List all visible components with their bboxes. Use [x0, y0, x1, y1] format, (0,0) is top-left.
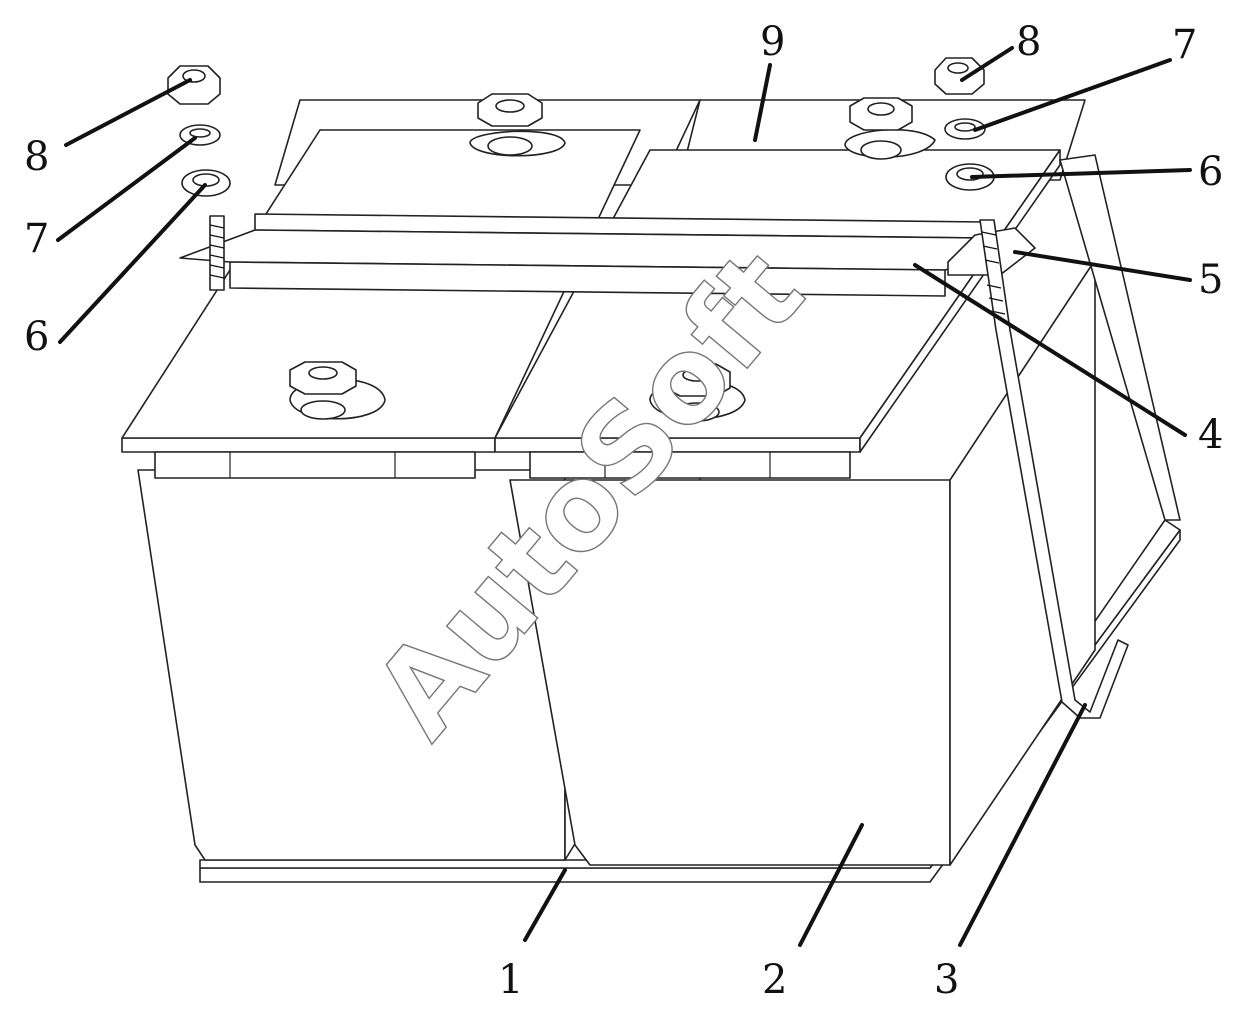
- callout-6-left: 6: [24, 314, 49, 360]
- leader-3: [958, 703, 1087, 947]
- clamp-bar: [179, 213, 1006, 297]
- callout-7-right: 7: [1172, 22, 1197, 68]
- terminal-rear-right: [844, 97, 936, 160]
- flat-washer-left: [181, 169, 231, 197]
- leader-5: [1013, 250, 1192, 282]
- leader-6-left: [58, 183, 207, 344]
- callout-6-right: 6: [1198, 149, 1223, 195]
- leader-7-left: [56, 136, 197, 242]
- lock-washer-left: [179, 124, 221, 146]
- callout-5: 5: [1198, 257, 1223, 303]
- j-bolt-right: [979, 219, 1129, 719]
- leader-9: [753, 63, 772, 142]
- callout-3: 3: [934, 957, 959, 1003]
- callout-8-left: 8: [24, 134, 49, 180]
- nut-right: [934, 57, 985, 95]
- leader-6-right: [970, 168, 1192, 179]
- callout-9: 9: [760, 19, 785, 65]
- callout-8-right: 8: [1016, 19, 1041, 65]
- callout-7-left: 7: [24, 216, 49, 262]
- j-bolt-left: [209, 215, 225, 291]
- leader-8-right: [960, 46, 1014, 82]
- leader-7-right: [973, 58, 1172, 132]
- leader-2: [798, 823, 864, 947]
- leader-8-left: [64, 78, 192, 147]
- leader-4: [913, 263, 1187, 437]
- callout-4: 4: [1198, 412, 1223, 458]
- leader-lines: [56, 46, 1192, 947]
- nut-left: [167, 65, 221, 105]
- callout-1: 1: [498, 957, 523, 1003]
- lock-washer-right: [944, 118, 986, 140]
- callout-2: 2: [762, 957, 787, 1003]
- terminal-front-left: [289, 361, 386, 420]
- terminal-rear-left: [469, 93, 566, 157]
- callout-labels: 1 2 3 4 5 6 6 7 7 8 8 9: [24, 19, 1223, 1003]
- terminal-front-right: [649, 363, 746, 422]
- leader-1: [523, 868, 567, 942]
- battery-right: [494, 99, 1096, 866]
